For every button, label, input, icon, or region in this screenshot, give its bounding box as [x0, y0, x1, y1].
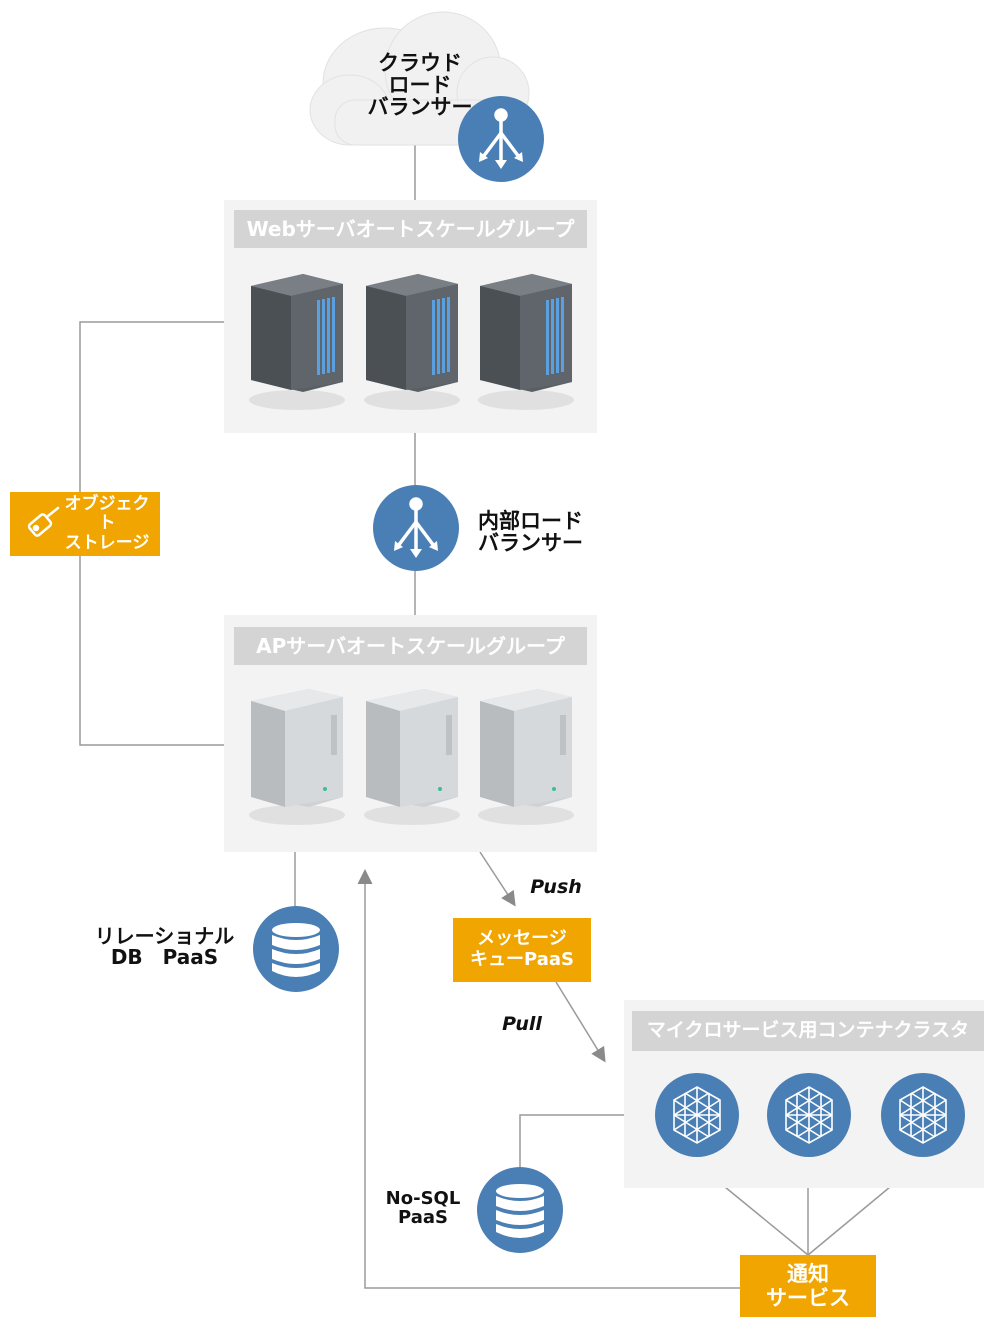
- object-storage-box: オブジェクト ストレージ: [10, 492, 160, 556]
- micro-cluster-title: マイクロサービス用コンテナクラスタ: [632, 1011, 984, 1051]
- nosql-database-icon: [477, 1167, 563, 1253]
- web-group-title: Webサーバオートスケールグループ: [234, 210, 587, 248]
- ap-server-icon-1: [249, 689, 345, 825]
- web-server-icon-3: [478, 274, 574, 410]
- ap-group-title: APサーバオートスケールグループ: [234, 627, 587, 665]
- object-storage-label: オブジェクト ストレージ: [64, 493, 150, 553]
- message-queue-box: メッセージ キューPaaS: [453, 918, 591, 982]
- ap-server-icon-3: [478, 689, 574, 825]
- web-server-icon-1: [249, 274, 345, 410]
- container-cluster-icon-2: [767, 1073, 851, 1157]
- pull-label: Pull: [502, 1013, 542, 1035]
- line-notify-ap: [357, 869, 740, 1289]
- notification-service-box: 通知 サービス: [740, 1255, 876, 1317]
- pull-arrow: [555, 981, 606, 1063]
- database-icon: [253, 906, 339, 992]
- notification-label: 通知 サービス: [766, 1261, 850, 1310]
- container-cluster-icon-1: [655, 1073, 739, 1157]
- internal-lb-label: 内部ロード バランサー: [478, 509, 583, 556]
- nosql-label: No-SQL PaaS: [385, 1188, 461, 1228]
- web-server-icon-2: [364, 274, 460, 410]
- key-icon: [27, 506, 60, 537]
- cloud-lb-label: クラウド ロード バランサー: [367, 51, 473, 120]
- load-balancer-icon: [458, 96, 544, 182]
- relational-db-label: リレーショナル DB PaaS: [94, 924, 235, 969]
- push-arrow: [479, 851, 516, 907]
- line-cluster-notify-1: [724, 1186, 809, 1256]
- line-cluster-notify-3: [807, 1186, 891, 1256]
- message-queue-label: メッセージ キューPaaS: [470, 928, 574, 970]
- push-label: Push: [530, 876, 582, 898]
- line-nosql-cluster: [519, 1114, 624, 1170]
- container-cluster-icon-3: [881, 1073, 965, 1157]
- ap-server-icon-2: [364, 689, 460, 825]
- internal-load-balancer-icon: [373, 485, 459, 571]
